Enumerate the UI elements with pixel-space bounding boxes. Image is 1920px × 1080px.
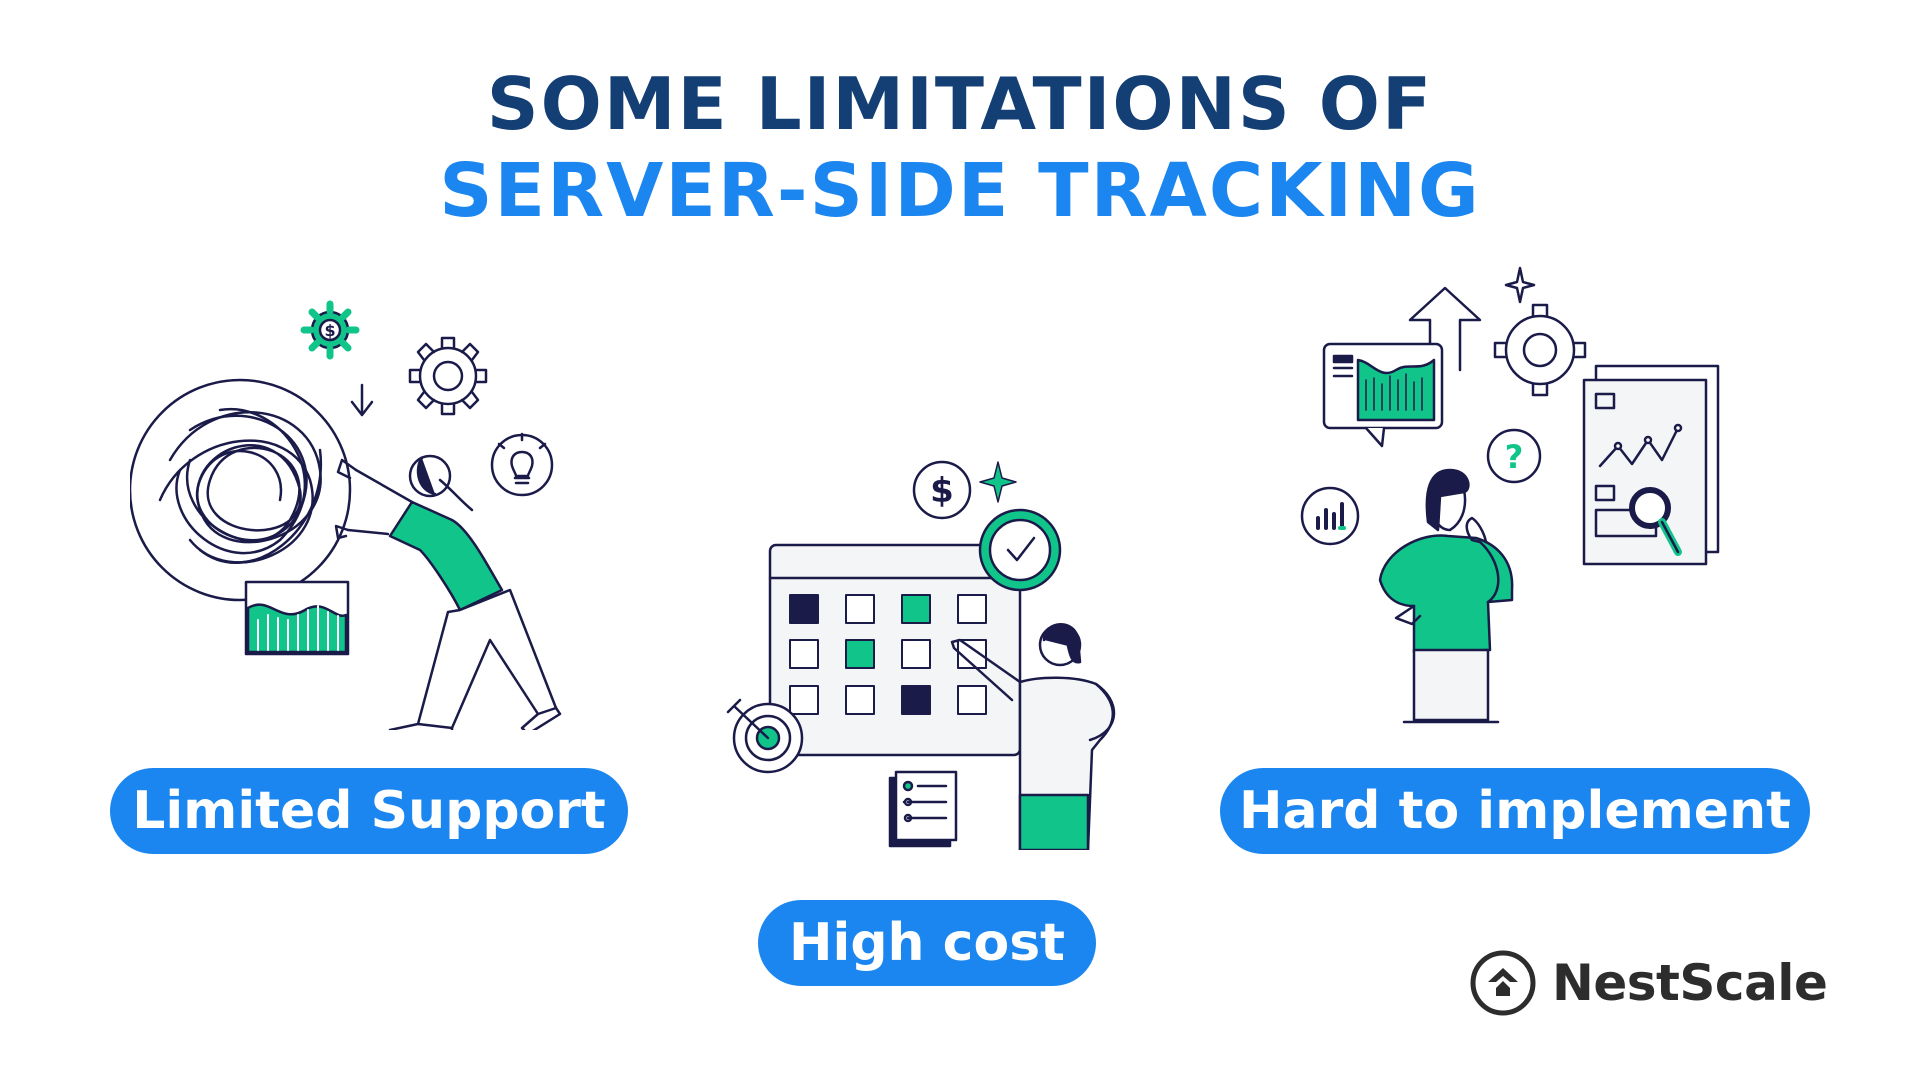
thinking-person-illustration: ? — [1300, 266, 1720, 724]
brand-name: NestScale — [1552, 954, 1828, 1012]
svg-text:$: $ — [930, 471, 954, 511]
brand-logo: NestScale — [1468, 948, 1828, 1018]
svg-text:$: $ — [324, 321, 335, 340]
calendar-cost-illustration: $ — [726, 460, 1116, 850]
high-cost-label: High cost — [758, 900, 1096, 986]
nestscale-logo-icon — [1470, 950, 1536, 1016]
hard-to-implement-label: Hard to implement — [1220, 768, 1810, 854]
title-line-1: SOME LIMITATIONS OF — [486, 62, 1434, 146]
limited-support-label: Limited Support — [110, 768, 628, 854]
svg-text:?: ? — [1505, 438, 1524, 476]
title-line-2: SERVER-SIDE TRACKING — [439, 148, 1481, 234]
tangled-ball-illustration: $ — [130, 300, 562, 730]
